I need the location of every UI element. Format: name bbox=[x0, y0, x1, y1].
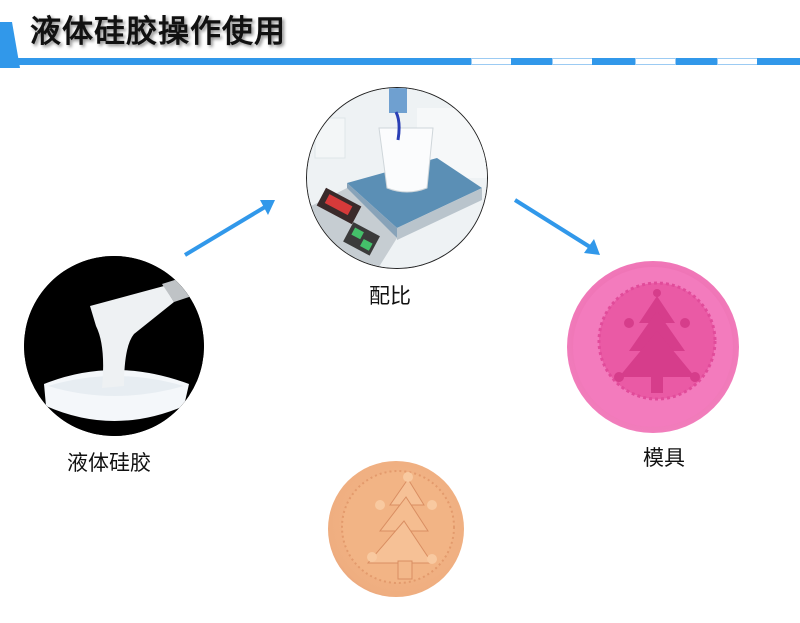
step-label-mixing: 配比 bbox=[369, 284, 411, 308]
step-label-liquid-silicone: 液体硅胶 bbox=[67, 451, 151, 475]
header-dash bbox=[676, 58, 717, 65]
christmas-tree-soap-product-image bbox=[328, 461, 464, 597]
liquid-silicone-pouring-image bbox=[24, 256, 204, 436]
scale-illustration-icon bbox=[307, 88, 487, 268]
page-title: 液体硅胶操作使用 bbox=[30, 14, 286, 50]
header-dash bbox=[717, 58, 758, 65]
header-dash bbox=[471, 58, 512, 65]
arrow-right-down-icon bbox=[513, 198, 600, 255]
arrow-right-up-icon bbox=[183, 200, 275, 257]
header-accent-tab bbox=[0, 22, 20, 68]
header-underline bbox=[18, 58, 472, 65]
header-dash bbox=[635, 58, 676, 65]
step-label-mold: 模具 bbox=[643, 446, 685, 470]
header-dash bbox=[757, 58, 800, 65]
silicone-pour-illustration-icon bbox=[24, 256, 204, 436]
header-dash bbox=[552, 58, 593, 65]
header-dash bbox=[511, 58, 553, 65]
christmas-tree-mold-illustration-icon bbox=[573, 267, 733, 427]
christmas-tree-soap-illustration-icon bbox=[341, 470, 455, 584]
weighing-scale-mixing-image bbox=[306, 87, 488, 269]
pink-christmas-tree-mold-image bbox=[567, 261, 739, 433]
header: 液体硅胶操作使用 bbox=[0, 0, 800, 75]
header-dash bbox=[592, 58, 636, 65]
